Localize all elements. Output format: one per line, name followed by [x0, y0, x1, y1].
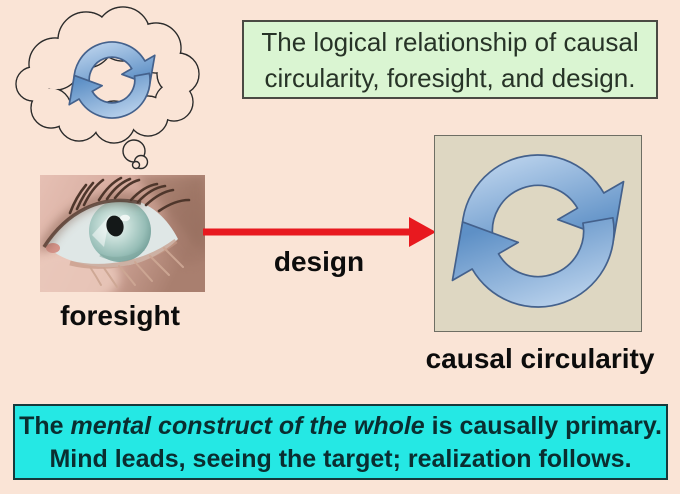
upper-eyelid [42, 198, 142, 248]
eye-illustration [40, 175, 205, 292]
causal-circularity-label: causal circularity [425, 343, 655, 374]
conclusion-box: The mental construct of the whole is cau… [13, 404, 668, 480]
eye-photo [40, 175, 205, 292]
lower-eyelashes [89, 247, 184, 288]
conclusion-line-2: Mind leads, seeing the target; realizati… [49, 445, 632, 473]
upper-eyelashes [68, 176, 191, 215]
conclusion-text-italic-segment: mental construct of the whole [70, 412, 425, 440]
thought-bubble-cloud-icon [15, 6, 200, 170]
foresight-label: foresight [60, 300, 180, 331]
conclusion-text-segment: The [19, 412, 71, 440]
causal-circularity-box [434, 135, 642, 332]
pupil [106, 215, 124, 237]
thought-bubble-tail [122, 139, 149, 170]
title-box: The logical relationship of causal circu… [242, 20, 658, 99]
cloud-fill [16, 7, 199, 143]
design-label: design [273, 246, 365, 277]
conclusion-text-segment: is causally primary. [424, 412, 662, 440]
cycle-arrows-icon [450, 153, 626, 309]
red-right-arrow-icon [203, 217, 436, 247]
title-line-2: circularity, foresight, and design. [264, 63, 636, 93]
lower-eyelid [69, 238, 178, 269]
title-line-1: The logical relationship of causal [261, 27, 639, 57]
conclusion-line-1: The mental construct of the whole is cau… [15, 410, 666, 443]
